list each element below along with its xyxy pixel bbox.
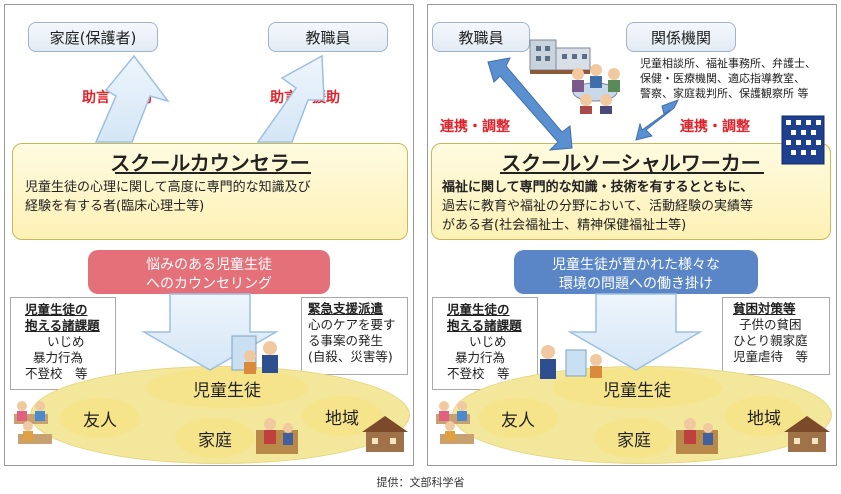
community-label: 地域 [325,408,359,429]
advice-arrow-to-teachers [256,54,325,143]
issue-item: 不登校 等 [447,366,510,381]
social-worker-desc-line: 過去に教育や福祉の分野において、活動経験の実績等 [442,199,753,214]
family-icon-left [256,418,298,454]
student-label: 児童生徒 [193,380,261,401]
counselor-box: スクールカウンセラー 児童生徒の心理に関して高度に専門的な知識及び 経験を有する… [12,143,408,240]
source-credit: 提供：文部科学省 [376,476,465,489]
coord-arrow-agencies [635,99,680,141]
role-family: 家庭(保護者) [28,22,158,52]
home-label: 家庭 [617,430,651,451]
emergency-box: 緊急支援派遣 心のケアを要す る事案の発生 (自殺、災害等) [301,297,408,375]
social-worker-box: スクールソーシャルワーカー 福祉に関して専門的な知識・技術を有するとともに、 過… [431,143,831,240]
agencies-list: 児童相談所、福祉事務所、弁護士、 保健・医療機関、適応指導教室、 警察、家庭裁判… [634,54,830,104]
counselor-desc-line: 経験を有する者(臨床心理士等) [25,199,205,214]
home-ellipse-left: 家庭 [175,418,255,458]
counseling-action-line: 悩みのある児童生徒 [146,257,272,273]
social-worker-title-underline [500,172,764,174]
advice-arrow-to-family [94,54,170,143]
agencies-line: 保健・医療機関、適応指導教室、 [640,72,805,85]
agencies-line: 児童相談所、福祉事務所、弁護士、 [640,57,816,70]
environment-arrow-down-right [567,293,703,371]
role-family-label: 家庭(保護者) [49,28,137,47]
poverty-item: 児童虐待 等 [733,349,809,364]
issue-item: いじめ [469,334,507,349]
counselor-desc: 児童生徒の心理に関して高度に専門的な知識及び 経験を有する者(臨床心理士等) [25,178,311,216]
friends-label: 友人 [501,410,535,431]
emergency-item: る事案の発生 [308,333,384,348]
emergency-item: 心のケアを要す [308,317,396,332]
role-agencies-label: 関係機関 [650,28,711,47]
environment-action-line: 環境の問題への働き掛け [559,276,713,292]
school-building-icon [529,39,591,74]
social-worker-desc: 福祉に関して専門的な知識・技術を有するとともに、 過去に教育や福祉の分野において… [442,178,753,235]
issues-heading: 児童生徒の [447,302,510,317]
counseling-action: 悩みのある児童生徒 へのカウンセリング [88,250,330,294]
issues-heading: 抱える諸課題 [25,318,100,333]
environment-action-line: 児童生徒が置かれた様々な [552,257,720,273]
social-worker-desc-line: がある者(社会福祉士、精神保健福祉士等) [442,218,687,233]
counselor-title-underline [115,172,311,174]
counselor-desc-line: 児童生徒の心理に関して高度に専門的な知識及び [25,180,311,195]
social-worker-desc-line: 福祉に関して専門的な知識・技術を有するとともに、 [442,180,754,195]
social-worker-person-icon [540,345,602,379]
community-houses-icon-right [784,416,830,452]
issue-item: 暴力行為 [33,350,84,365]
family-icon-right [676,418,718,454]
role-agencies: 関係機関 [626,22,736,52]
issue-item: いじめ [47,334,85,349]
friends-ellipse-left: 友人 [60,398,140,438]
issues-box-right: 児童生徒の 抱える諸課題 いじめ 暴力行為 不登校 等 [432,297,538,390]
role-teachers-right-label: 教職員 [458,28,504,47]
poverty-box: 貧困対策等 子供の貧困 ひとり親家庭 児童虐待 等 [722,297,830,375]
issue-item: 暴力行為 [455,350,506,365]
student-ellipse-left: 児童生徒 [146,368,308,408]
issue-item: 不登校 等 [25,366,88,381]
environment-action: 児童生徒が置かれた様々な 環境の問題への働き掛け [514,250,758,294]
poverty-item: 子供の貧困 [739,317,802,332]
meeting-people-icon [572,64,620,114]
student-label: 児童生徒 [603,380,671,401]
role-teachers-right: 教職員 [432,22,530,52]
coord-label-left: 連携・調整 [440,119,510,135]
home-ellipse-right: 家庭 [594,418,674,458]
coord-label-right: 連携・調整 [680,119,750,135]
classroom-children-icon-right [436,401,474,444]
issues-heading: 抱える諸課題 [447,318,522,333]
emergency-heading: 緊急支援派遣 [308,301,384,316]
classroom-children-icon-left [14,401,52,444]
counselor-person-icon [231,335,278,374]
poverty-item: ひとり親家庭 [733,333,808,348]
social-worker-title: スクールソーシャルワーカー [501,151,761,175]
community-houses-icon-left [362,416,408,452]
role-teachers-left-label: 教職員 [305,28,351,47]
issues-heading: 児童生徒の [25,302,88,317]
home-label: 家庭 [198,430,232,451]
counseling-action-line: へのカウンセリング [146,276,272,292]
agencies-line: 警察、家庭裁判所、保護観察所 等 [640,87,809,100]
coord-arrow-teachers [487,57,573,151]
counselor-title: スクールカウンセラー [110,151,310,175]
friends-label: 友人 [83,410,117,431]
emergency-item: (自殺、災害等) [308,349,393,364]
student-ellipse-right: 児童生徒 [552,368,722,408]
poverty-heading: 貧困対策等 [733,301,796,316]
community-label: 地域 [747,408,781,429]
friends-ellipse-right: 友人 [478,398,558,438]
office-building-icon [781,115,825,165]
role-teachers-left: 教職員 [268,22,388,52]
